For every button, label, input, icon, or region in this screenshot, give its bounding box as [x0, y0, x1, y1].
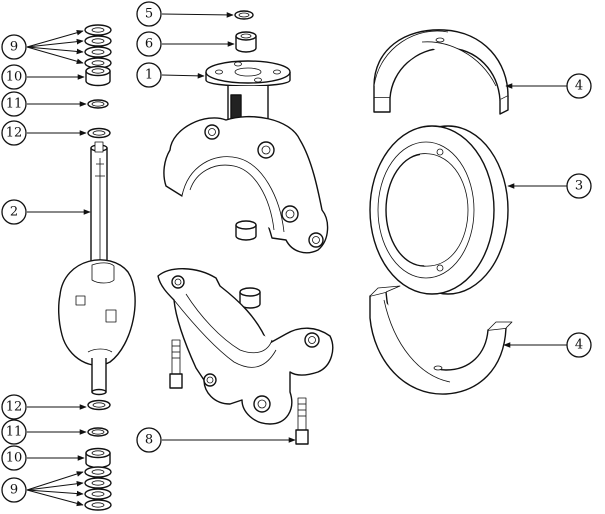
callout-4-top: 4 — [566, 73, 592, 99]
callout-12-bottom: 12 — [1, 394, 27, 420]
callout-6: 6 — [136, 31, 162, 57]
bearing-sleeve-lower — [239, 287, 261, 309]
callout-9-bottom: 9 — [1, 477, 27, 503]
callout-label: 4 — [575, 338, 583, 353]
callout-label: 6 — [145, 37, 153, 52]
liner-lower — [369, 285, 513, 395]
retaining-ring-top — [87, 99, 109, 109]
leader-9a4 — [26, 46, 84, 64]
bushing-top — [85, 65, 111, 87]
guide-bushing — [235, 31, 257, 53]
bushing-bottom — [85, 447, 111, 469]
callout-label: 2 — [10, 205, 18, 220]
leader-9a — [26, 30, 84, 48]
callout-label: 11 — [6, 425, 23, 440]
callout-label: 9 — [10, 483, 18, 498]
washer-bottom — [87, 399, 111, 411]
washer-top — [87, 127, 111, 139]
callout-11-top: 11 — [1, 91, 27, 117]
body-upper-half — [163, 60, 329, 254]
packing-rings-bottom — [84, 466, 112, 511]
seat-ring — [369, 125, 509, 295]
callout-10-top: 10 — [1, 64, 27, 90]
packing-rings-top — [84, 24, 112, 69]
leader-9a3 — [26, 46, 84, 55]
callout-label: 12 — [6, 126, 23, 141]
callout-label: 3 — [575, 179, 583, 194]
hex-bolt-left — [169, 339, 183, 389]
callout-5: 5 — [136, 1, 162, 27]
leader-9b4 — [26, 489, 84, 507]
callout-label: 9 — [10, 40, 18, 55]
o-ring-small — [234, 10, 254, 20]
leader-9b2 — [26, 481, 84, 491]
hex-bolt-right — [295, 397, 309, 445]
callout-12-top: 12 — [1, 120, 27, 146]
callout-2: 2 — [1, 199, 27, 225]
callout-label: 12 — [6, 400, 23, 415]
leader-1 — [161, 73, 205, 79]
leader-5 — [161, 12, 234, 18]
callout-label: 5 — [145, 7, 153, 22]
callout-11-bottom: 11 — [1, 419, 27, 445]
body-lower-half — [157, 268, 334, 425]
callout-label: 11 — [6, 97, 23, 112]
callout-label: 4 — [575, 79, 583, 94]
retaining-ring-bottom — [87, 427, 109, 437]
valve-disc — [57, 259, 136, 396]
callout-label: 1 — [145, 68, 153, 83]
bearing-sleeve-upper — [235, 220, 257, 241]
callout-8: 8 — [136, 427, 162, 453]
callout-label: 10 — [6, 70, 23, 85]
callout-9-top: 9 — [1, 34, 27, 60]
liner-upper — [373, 29, 509, 115]
valve-stem — [90, 141, 108, 276]
callout-1: 1 — [136, 62, 162, 88]
callout-4-bottom: 4 — [566, 332, 592, 358]
callout-10-bottom: 10 — [1, 445, 27, 471]
leader-9b3 — [26, 489, 84, 497]
callout-3: 3 — [566, 173, 592, 199]
callout-label: 10 — [6, 451, 23, 466]
callout-label: 8 — [145, 433, 153, 448]
leader-9b1 — [26, 471, 84, 491]
leader-9a2 — [26, 38, 84, 48]
